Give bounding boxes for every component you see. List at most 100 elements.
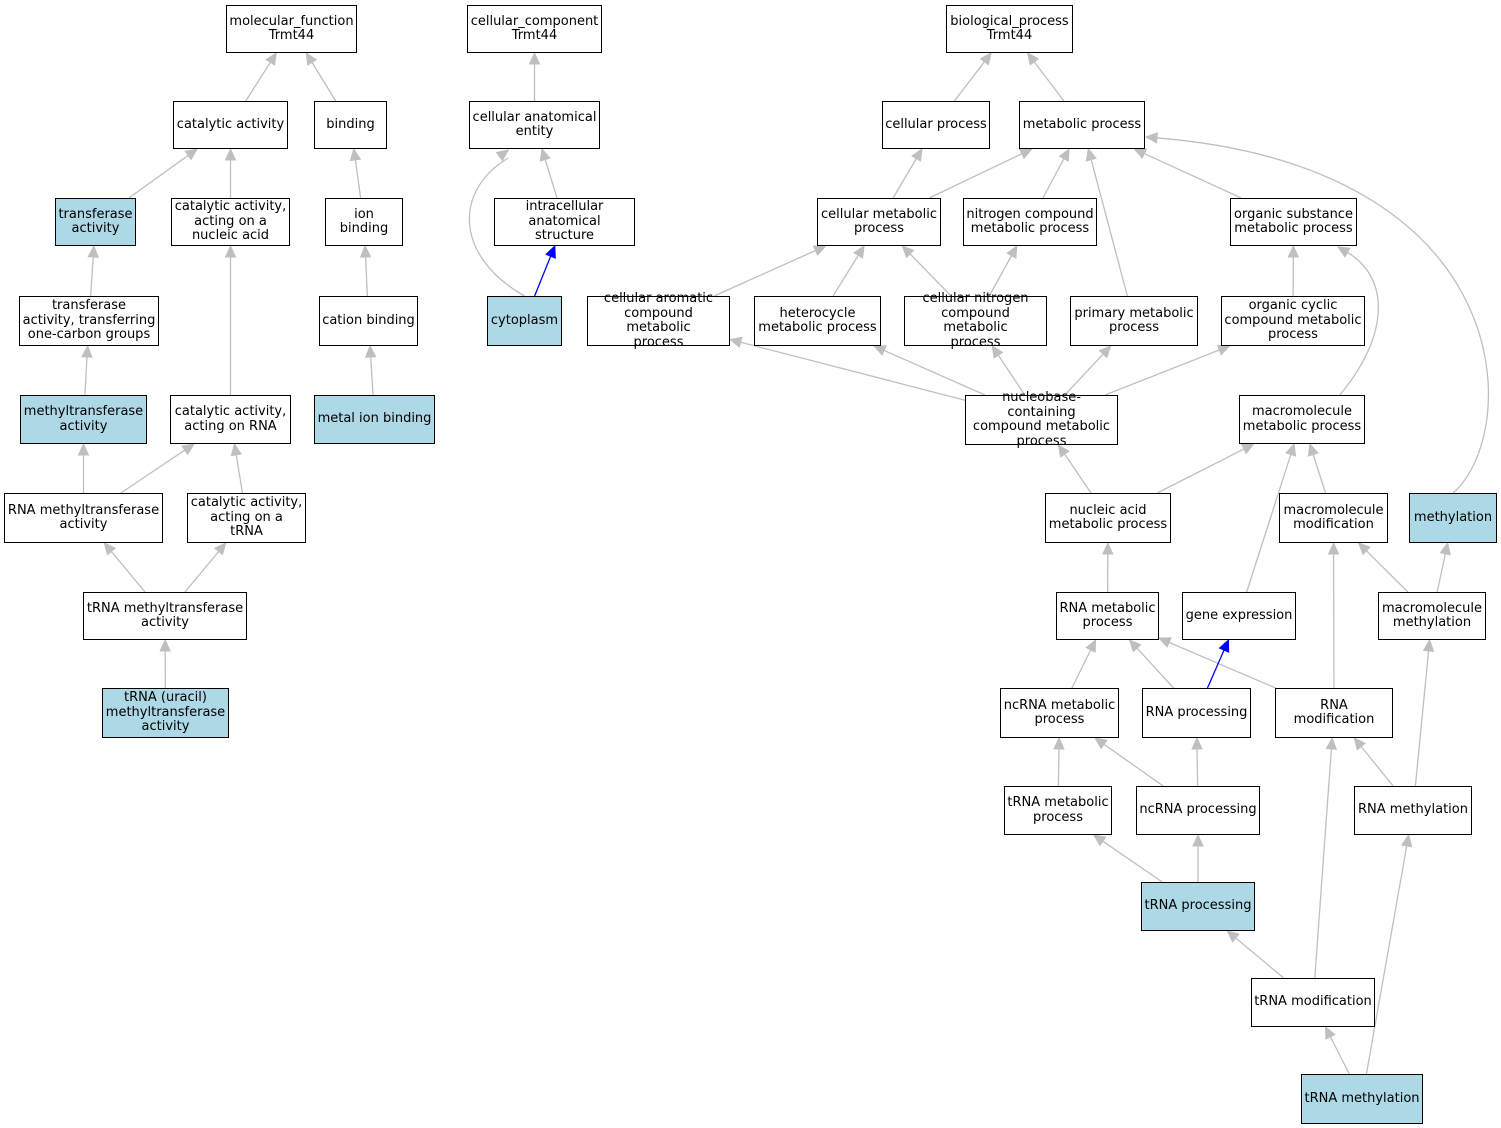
edge-nucleobase-to-heterocycle: [872, 345, 986, 396]
edge-nucleobase-to-organic-cyclic: [1104, 344, 1231, 396]
node-cell-nitrogen: cellular nitrogen compound metabolic pro…: [904, 291, 1047, 349]
node-rna-mt: RNA methyltransferase activity: [4, 493, 163, 543]
node-cat-nucleic: catalytic activity, acting on a nucleic …: [171, 198, 290, 246]
edge-nitrogen-to-metabolic: [1042, 147, 1070, 199]
edge-primary-to-metabolic: [1085, 147, 1128, 297]
node-trna-proc: tRNA processing: [1141, 882, 1255, 931]
node-cellular-process: cellular process: [882, 101, 990, 149]
node-nucleobase: nucleobase-containing compound metabolic…: [965, 390, 1118, 448]
node-cytoplasm: cytoplasm: [487, 296, 562, 346]
node-catalytic: catalytic activity: [173, 101, 288, 149]
edge-macro-met-to-organic-sub: [1336, 246, 1379, 396]
edge-trna-mod-to-trna-proc: [1226, 930, 1285, 979]
edge-macro-mod-to-macro-met: [1307, 442, 1327, 494]
edge-gene-expr-to-macro-met: [1246, 442, 1297, 593]
edge-nucleobase-to-cell-nitrogen: [991, 344, 1026, 396]
node-trna-mod: tRNA modification: [1251, 978, 1375, 1027]
node-bp: biological_process Trmt44: [946, 5, 1073, 53]
edge-nucleic-met-to-nucleobase: [1057, 444, 1092, 494]
node-trans-onecarbon: transferase activity, transferring one-c…: [19, 296, 159, 346]
edge-ias-to-cae: [539, 147, 558, 199]
edge-trna-methyl-to-trna-mod: [1324, 1025, 1350, 1075]
node-organic-sub: organic substance metabolic process: [1230, 198, 1357, 246]
node-ias: intracellular anatomical structure: [494, 198, 635, 246]
edge-cytoplasm-to-cae: [468, 149, 525, 297]
edge-ion-binding-to-binding: [349, 147, 362, 199]
edge-metabolic-to-bp: [1026, 52, 1065, 102]
edge-aromatic-to-cell-metabolic: [713, 245, 827, 297]
edge-metal-ion-to-cation-binding: [364, 344, 377, 396]
node-trna-uracil: tRNA (uracil) methyltransferase activity: [102, 688, 229, 738]
node-macro-mod: macromolecule modification: [1279, 493, 1388, 543]
node-ncrna-proc: ncRNA processing: [1136, 786, 1260, 835]
node-methyltransferase: methyltransferase activity: [20, 395, 147, 444]
node-binding: binding: [314, 101, 387, 149]
edge-ncrna-met-to-rna-met: [1071, 638, 1097, 689]
edge-cell-nitrogen-to-nitrogen: [988, 244, 1018, 297]
node-rna-mod: RNA modification: [1275, 688, 1393, 738]
node-aromatic: cellular aromatic compound metabolic pro…: [587, 291, 730, 349]
node-cat-trna: catalytic activity, acting on a tRNA: [187, 493, 306, 543]
edge-cell-nitrogen-to-cell-metabolic: [901, 245, 952, 297]
node-metabolic: metabolic process: [1019, 101, 1145, 149]
edge-nucleobase-to-aromatic: [728, 336, 966, 401]
edge-rna-methyl-to-rna-mod: [1353, 737, 1394, 787]
edge-cell-metabolic-to-cellular-process: [892, 147, 923, 199]
node-nucleic-met: nucleic acid metabolic process: [1045, 493, 1171, 543]
edge-ncrna-proc-to-rna-proc: [1191, 736, 1203, 787]
edge-cat-nucleic-to-catalytic: [224, 147, 237, 198]
node-rna-proc: RNA processing: [1142, 688, 1251, 738]
node-macro-met: macromolecule metabolic process: [1239, 395, 1365, 444]
edge-rna-proc-to-rna-met: [1128, 639, 1175, 689]
edge-organic-cyclic-to-organic-sub: [1287, 244, 1300, 297]
edge-trna-methyl-to-rna-methyl: [1365, 833, 1413, 1075]
edge-macro-methyl-to-macro-mod: [1357, 542, 1409, 593]
edge-trna-met-to-ncrna-met: [1053, 736, 1065, 787]
node-cell-metabolic: cellular metabolic process: [817, 198, 941, 246]
edge-cae-to-cc: [528, 51, 541, 101]
node-trna-methyl: tRNA methylation: [1301, 1074, 1423, 1124]
edge-nucleic-met-to-macro-met: [1156, 443, 1255, 494]
edge-binding-to-mf: [305, 51, 337, 102]
node-ncrna-met: ncRNA metabolic process: [1000, 688, 1119, 738]
edge-cell-metabolic-to-metabolic: [928, 148, 1033, 199]
edge-rna-methyl-to-macro-methyl: [1414, 638, 1435, 787]
node-cation-binding: cation binding: [319, 296, 418, 346]
edge-trna-proc-to-trna-met: [1092, 834, 1163, 883]
edge-rna-mt-to-cat-rna: [120, 443, 195, 494]
edge-trna-mt-to-rna-mt: [103, 542, 146, 593]
edge-rna-proc-to-gene-expr: [1206, 638, 1230, 689]
node-trna-mt: tRNA methyltransferase activity: [83, 592, 247, 640]
node-primary: primary metabolic process: [1070, 296, 1198, 346]
edge-ncrna-proc-to-ncrna-met: [1094, 737, 1164, 787]
node-trna-met: tRNA metabolic process: [1004, 786, 1112, 835]
node-rna-met: RNA metabolic process: [1056, 592, 1159, 640]
edge-rna-mod-to-macro-mod: [1327, 541, 1340, 689]
edge-rna-mt-to-methyltransferase: [77, 442, 90, 493]
edge-trans-onecarbon-to-transferase: [87, 244, 99, 297]
node-organic-cyclic: organic cyclic compound metabolic proces…: [1221, 296, 1365, 346]
node-gene-expr: gene expression: [1182, 592, 1296, 640]
edge-trna-proc-to-ncrna-proc: [1192, 833, 1204, 882]
node-heterocycle: heterocycle metabolic process: [754, 296, 881, 346]
edge-methyltransferase-to-trans-onecarbon: [81, 344, 93, 396]
edge-transferase-to-catalytic: [128, 148, 199, 199]
node-cae: cellular anatomical entity: [469, 101, 600, 149]
edge-cation-binding-to-ion-binding: [359, 244, 372, 297]
node-ion-binding: ion binding: [325, 198, 403, 246]
edge-nucleobase-to-primary: [1064, 345, 1112, 396]
edge-rna-met-to-nucleic-met: [1102, 541, 1114, 593]
node-methylation: methylation: [1409, 493, 1497, 543]
edge-catalytic-to-mf: [245, 51, 277, 102]
edge-methylation-to-metabolic: [1144, 132, 1490, 494]
node-transferase: transferase activity: [55, 198, 136, 246]
edge-organic-sub-to-metabolic: [1133, 148, 1242, 199]
edge-heterocycle-to-cell-metabolic: [832, 244, 865, 297]
node-cat-rna: catalytic activity, acting on RNA: [170, 395, 291, 444]
edge-trna-mt-to-cat-trna: [184, 542, 227, 593]
edge-cat-trna-to-cat-rna: [230, 442, 244, 494]
node-macro-methyl: macromolecule methylation: [1378, 592, 1486, 640]
edge-cellular-process-to-bp: [953, 52, 992, 102]
